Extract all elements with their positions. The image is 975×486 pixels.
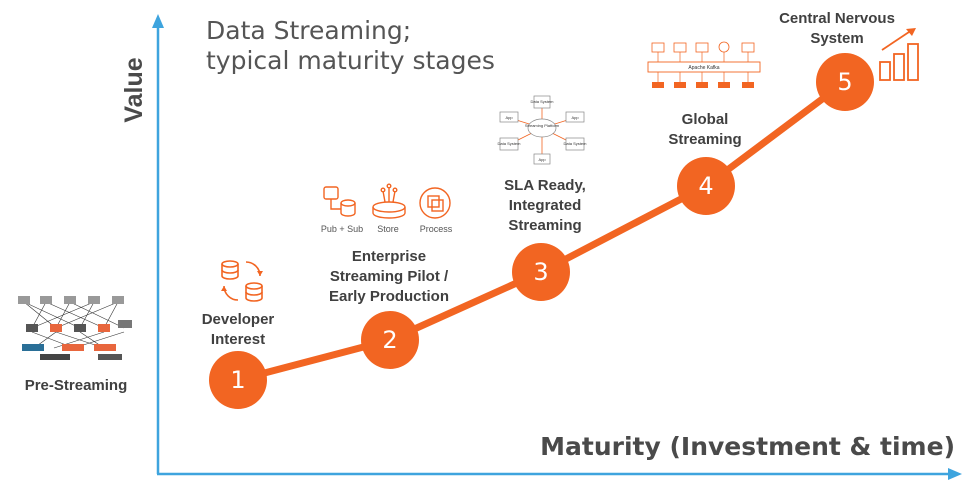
platform-center-text: Streaming Platform	[525, 123, 560, 128]
stage-2-label: Enterprise Streaming Pilot / Early Produ…	[328, 248, 450, 305]
growth-chart-icon	[879, 28, 919, 81]
svg-text:App: App	[571, 115, 579, 120]
stage-4-kafka-diagram: Apache Kafka	[647, 41, 761, 88]
diagram-title: Data Streaming; typical maturity stages	[206, 16, 495, 76]
process-icon	[419, 187, 451, 219]
pub-sub-icon	[323, 186, 339, 200]
stage-1-label: Developer Interest	[201, 311, 275, 348]
stage-2-marker: 2	[361, 311, 419, 369]
pre-streaming-diagram	[18, 296, 132, 360]
stage-4-label: Global Streaming	[668, 111, 742, 148]
stage-5-label: Central Nervous System	[779, 10, 895, 47]
process-caption: Process	[419, 224, 453, 234]
kafka-bus-text: Apache Kafka	[688, 65, 719, 71]
stage-1-marker: 1	[209, 351, 267, 409]
title-line-1: Data Streaming;	[206, 16, 412, 45]
stage-4-marker: 4	[677, 157, 735, 215]
stage-2-icons	[323, 183, 451, 219]
stage-3-marker: 3	[512, 243, 570, 301]
svg-text:Data System: Data System	[531, 99, 555, 104]
stage-3-platform-diagram: Streaming Platform Data System App App D…	[498, 95, 588, 165]
svg-text:Data System: Data System	[498, 141, 522, 146]
database-sync-icon	[221, 260, 263, 302]
x-axis-arrowhead	[948, 468, 962, 480]
y-axis-label: Value	[120, 57, 148, 123]
svg-text:Data System: Data System	[564, 141, 588, 146]
stage-5-marker: 5	[816, 53, 874, 111]
pub-sub-caption: Pub + Sub	[320, 224, 364, 234]
store-caption: Store	[377, 224, 399, 234]
y-axis-arrowhead	[152, 14, 164, 28]
svg-text:App: App	[538, 157, 546, 162]
x-axis-label: Maturity (Investment & time)	[540, 432, 955, 461]
store-icon	[372, 201, 406, 213]
pre-streaming-label: Pre-Streaming	[24, 377, 128, 394]
svg-text:App: App	[505, 115, 513, 120]
stage-3-label: SLA Ready, Integrated Streaming	[504, 177, 586, 234]
title-line-2: typical maturity stages	[206, 46, 495, 75]
